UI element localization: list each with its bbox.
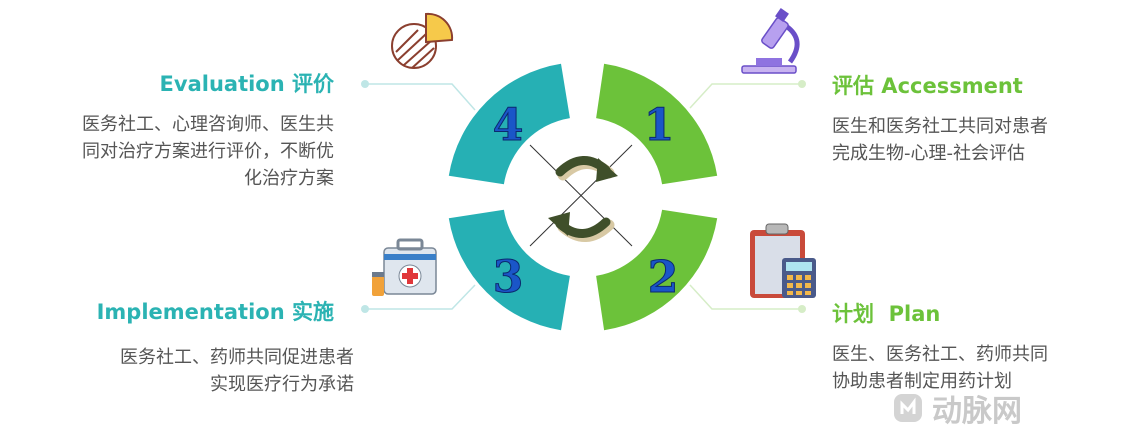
segment-3 — [448, 209, 570, 331]
step-desc-4-line-3: 化治疗方案 — [244, 168, 334, 189]
connector-dot-2 — [798, 305, 806, 313]
connector-dot-3 — [361, 305, 369, 313]
step-title-4: Evaluation 评价 — [159, 72, 334, 96]
center-cross-line-b — [529, 144, 633, 247]
cycle-arrows-icon — [548, 156, 618, 242]
step-desc-2-line-2: 协助患者制定用药计划 — [832, 371, 1012, 392]
connector-line-1 — [689, 83, 802, 109]
segment-2 — [596, 209, 718, 331]
watermark: 动脉网 — [892, 386, 1022, 430]
step-desc-4: 医务社工、心理咨询师、医生共 同对治疗方案进行评价，不断优 化治疗方案 — [82, 111, 334, 192]
step-desc-1-line-2: 完成生物-心理-社会评估 — [832, 143, 1025, 164]
connector-dot-1 — [798, 80, 806, 88]
step-title-1: 评估 Accessment — [832, 74, 1023, 98]
watermark-text: 动脉网 — [932, 394, 1022, 429]
step-desc-3: 医务社工、药师共同促进患者 实现医疗行为承诺 — [120, 344, 354, 398]
step-desc-3-line-2: 实现医疗行为承诺 — [210, 374, 354, 395]
step-desc-4-line-2: 同对治疗方案进行评价，不断优 — [82, 141, 334, 162]
connector-line-4 — [365, 83, 476, 111]
microscope-icon — [741, 8, 800, 74]
step-desc-4-line-1: 医务社工、心理咨询师、医生共 — [82, 114, 334, 135]
step-desc-2-line-1: 医生、医务社工、药师共同 — [832, 344, 1048, 365]
watermark-logo-icon — [894, 394, 922, 422]
step-desc-2: 医生、医务社工、药师共同 协助患者制定用药计划 — [832, 341, 1048, 395]
step-number-3: 3 — [493, 252, 524, 303]
connector-line-3 — [365, 284, 476, 310]
step-number-2: 2 — [648, 252, 679, 303]
connector-line-2 — [689, 284, 802, 310]
step-desc-3-line-1: 医务社工、药师共同促进患者 — [120, 347, 354, 368]
step-desc-1-line-1: 医生和医务社工共同对患者 — [832, 116, 1048, 137]
pie-chart-icon — [391, 12, 454, 69]
clipboard-calculator-icon — [750, 223, 816, 298]
step-title-3: Implementation 实施 — [96, 300, 334, 324]
step-title-2: 计划 Plan — [832, 302, 941, 326]
first-aid-kit-icon — [372, 238, 437, 296]
connector-dot-4 — [361, 80, 369, 88]
step-number-1: 1 — [644, 100, 675, 151]
segment-1 — [596, 63, 718, 185]
segment-4 — [448, 63, 570, 185]
step-desc-1: 医生和医务社工共同对患者 完成生物-心理-社会评估 — [832, 113, 1048, 167]
step-number-4: 4 — [493, 100, 524, 151]
